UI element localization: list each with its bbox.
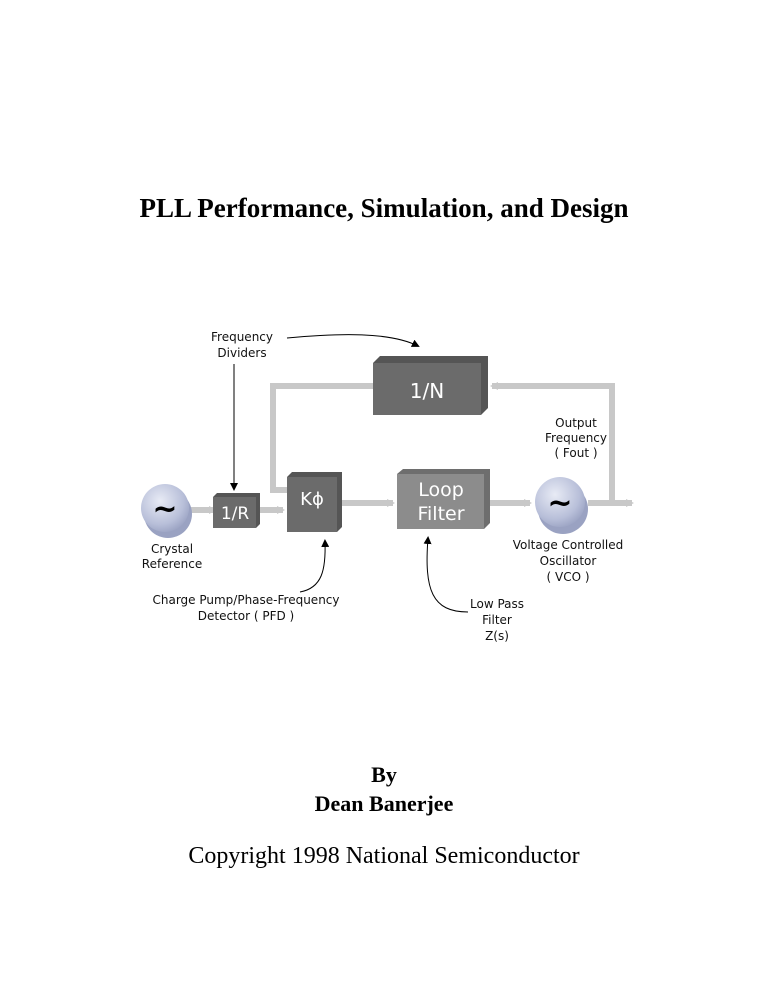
divider-n-label: 1/N [410,379,444,403]
label-low-pass-filter-2: Filter [482,613,512,627]
divider-r-block: 1/R [213,493,260,528]
copyright-notice: Copyright 1998 National Semiconductor [188,843,580,869]
signal-lines [185,382,634,514]
vco-oscillator: ~ [535,477,588,534]
arrow-pfd-label [299,539,330,593]
label-frequency-dividers-1: Frequency [211,330,273,344]
label-vco-2: Oscillator [540,554,597,568]
label-low-pass-filter-1: Low Pass [470,597,524,611]
label-vco-1: Voltage Controlled [513,538,624,552]
label-frequency-dividers-2: Dividers [217,346,266,360]
document-title: PLL Performance, Simulation, and Design [139,193,629,223]
label-low-pass-filter-3: Z(s) [485,629,509,643]
arrow-filter-label [423,536,469,613]
label-pfd-1: Charge Pump/Phase-Frequency [152,593,339,607]
label-pfd-2: Detector ( PFD ) [198,609,294,623]
crystal-oscillator: ~ [141,484,192,538]
byline-author: Dean Banerjee [314,791,454,816]
annotation-arrows [230,334,469,613]
line-feedback-to-n [490,382,615,503]
phase-detector-label: Kϕ [300,489,324,510]
loop-filter-label-line1: Loop [418,479,464,501]
byline-by: By [371,762,397,787]
label-crystal-reference-2: Reference [142,557,202,571]
loop-filter-block: Loop Filter [397,469,490,529]
label-output-frequency-3: ( Fout ) [554,446,597,460]
divider-n-block: 1/N [373,356,488,415]
label-vco-3: ( VCO ) [546,570,589,584]
arrow-dividers-to-n [286,334,420,347]
phase-detector-block: Kϕ [287,472,342,532]
crystal-sine-icon: ~ [152,492,177,527]
label-crystal-reference-1: Crystal [151,542,193,556]
label-output-frequency-1: Output [555,416,597,430]
loop-filter-label-line2: Filter [417,503,464,525]
vco-sine-icon: ~ [547,486,572,521]
label-output-frequency-2: Frequency [545,431,607,445]
line-n-to-pfd [270,383,373,493]
divider-r-label: 1/R [221,504,250,524]
byline: By Dean Banerjee [0,760,768,818]
diagram-labels: Frequency Dividers Output Frequency ( Fo… [142,330,623,643]
